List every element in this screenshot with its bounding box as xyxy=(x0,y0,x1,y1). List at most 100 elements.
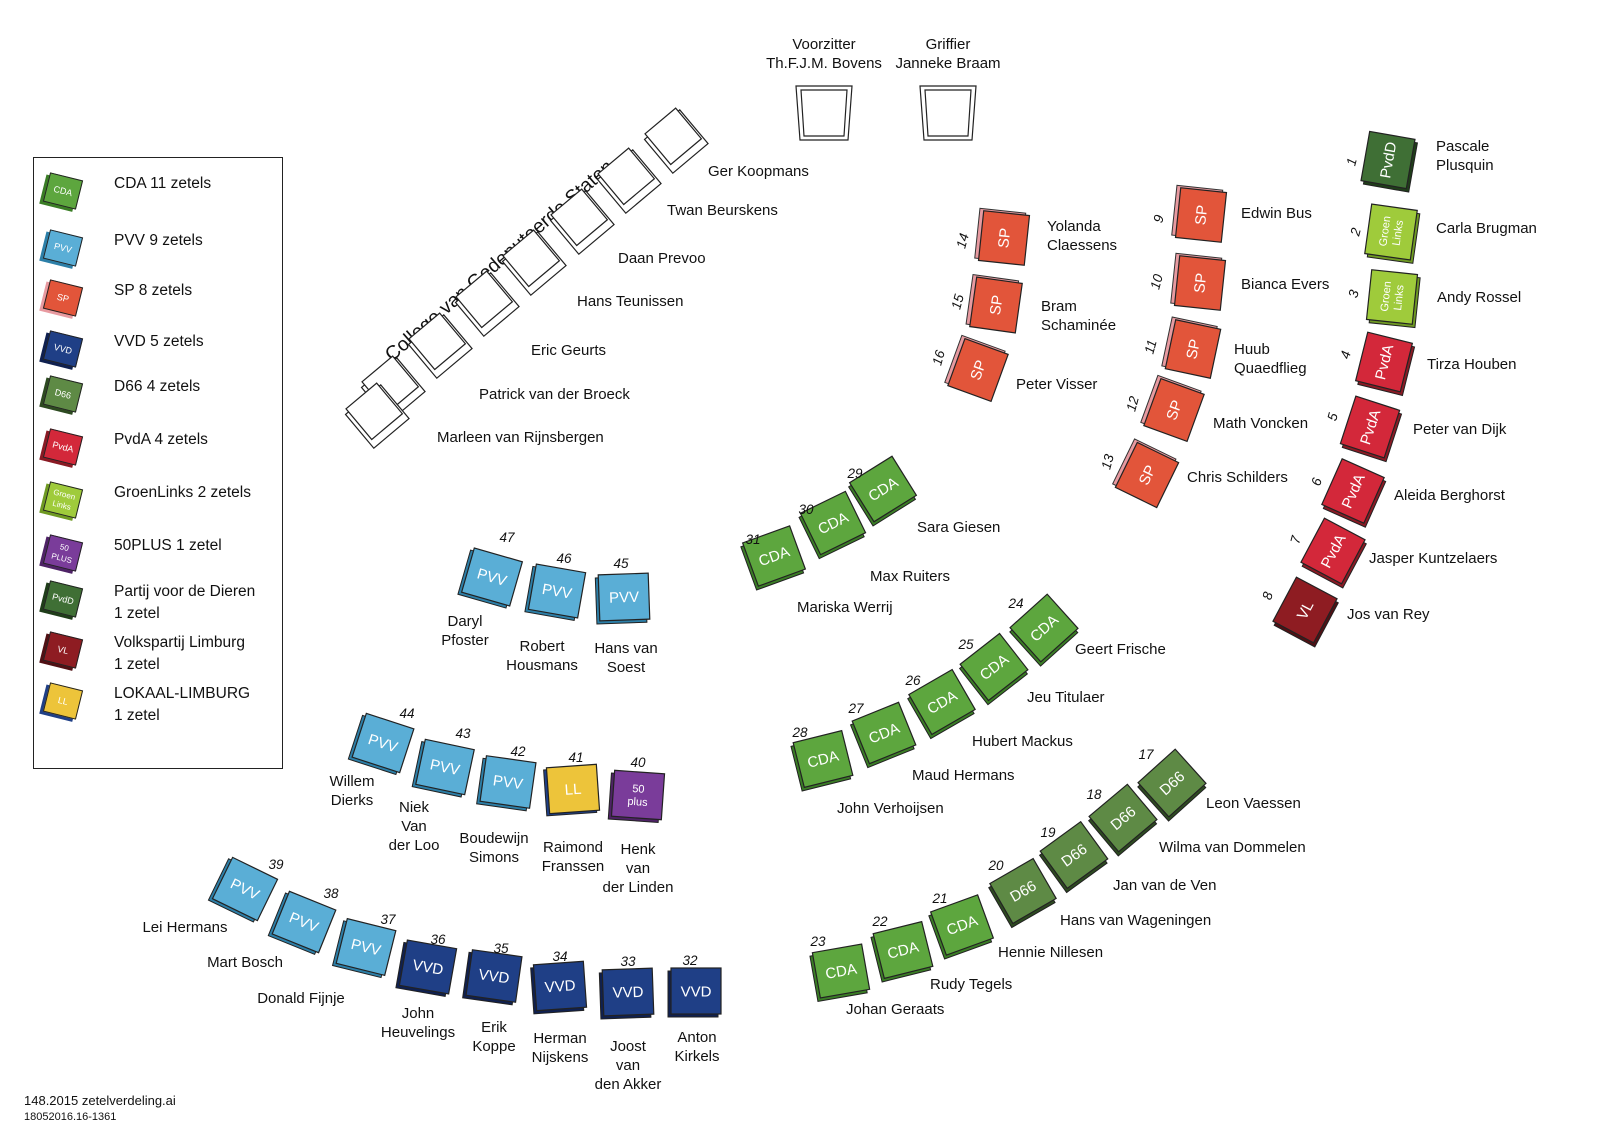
seat-number: 29 xyxy=(846,466,863,481)
legend-chip: VVD xyxy=(42,330,84,368)
svg-text:VVD: VVD xyxy=(612,984,644,1002)
seat-number: 35 xyxy=(493,941,509,956)
legend-chip: LL xyxy=(42,682,84,720)
seat-number: 20 xyxy=(987,858,1004,873)
member-name: Peter Visser xyxy=(1016,376,1097,393)
seat-21: CDA xyxy=(928,894,995,960)
college-chair xyxy=(549,188,615,256)
seat-32: VVD xyxy=(667,967,722,1018)
member-name: Jasper Kuntzelaers xyxy=(1369,550,1497,567)
legend-chip: PvdD xyxy=(42,580,84,618)
svg-text:Anton: Anton xyxy=(677,1029,716,1046)
svg-text:Tirza Houben: Tirza Houben xyxy=(1427,356,1517,373)
college-chair xyxy=(501,229,567,297)
legend-label: D66 4 zetels xyxy=(114,378,201,395)
svg-text:SP: SP xyxy=(995,227,1014,249)
svg-text:SP: SP xyxy=(1191,272,1210,294)
svg-text:PVV: PVV xyxy=(541,581,574,603)
legend-chip: CDA xyxy=(42,172,84,210)
legend-label: Volkspartij Limburg xyxy=(114,634,245,651)
seat-19: D66 xyxy=(1038,820,1109,894)
svg-text:Dierks: Dierks xyxy=(331,792,374,809)
svg-text:Edwin Bus: Edwin Bus xyxy=(1241,205,1312,222)
svg-text:Groen: Groen xyxy=(1379,281,1394,313)
seat-25: CDA xyxy=(958,632,1029,706)
seat-35: VVD xyxy=(462,949,523,1006)
college-member-name: Twan Beurskens xyxy=(667,202,778,219)
svg-text:SP: SP xyxy=(1192,204,1211,226)
member-name: Chris Schilders xyxy=(1187,469,1288,486)
member-name: Johan Geraats xyxy=(846,1001,944,1018)
seat-number: 21 xyxy=(931,891,947,906)
member-name: Hans van Wageningen xyxy=(1060,912,1211,929)
svg-text:Links: Links xyxy=(1391,219,1407,247)
seat-number: 13 xyxy=(1098,452,1117,471)
seat-number: 28 xyxy=(791,725,808,740)
svg-text:plus: plus xyxy=(627,796,648,809)
college-member-name: Ger Koopmans xyxy=(708,163,809,180)
svg-text:Johan Geraats: Johan Geraats xyxy=(846,1001,944,1018)
svg-text:Housmans: Housmans xyxy=(506,657,578,674)
seat-number: 26 xyxy=(904,673,921,688)
seat-47: PVV xyxy=(457,547,524,609)
official-chair xyxy=(795,85,853,141)
seat-46: PVV xyxy=(524,563,587,622)
member-name: Peter van Dijk xyxy=(1413,421,1507,438)
legend-sublabel: 1 zetel xyxy=(114,656,160,673)
seat-45: PVV xyxy=(594,572,651,625)
legend-label: SP 8 zetels xyxy=(114,282,193,299)
member-name: Jos van Rey xyxy=(1347,606,1430,623)
member-name: Sara Giesen xyxy=(917,519,1000,536)
seat-number: 2 xyxy=(1347,226,1364,239)
svg-text:Geert Frische: Geert Frische xyxy=(1075,641,1166,658)
seat-14: SP xyxy=(974,207,1031,266)
svg-text:VVD: VVD xyxy=(544,977,576,996)
svg-text:Mart Bosch: Mart Bosch xyxy=(207,954,283,971)
svg-text:Bianca Evers: Bianca Evers xyxy=(1241,276,1329,293)
member-name: Hennie Nillesen xyxy=(998,944,1103,961)
svg-text:Herman: Herman xyxy=(533,1030,586,1047)
seat-number: 30 xyxy=(798,502,814,517)
seat-number: 10 xyxy=(1147,272,1166,291)
member-name: Edwin Bus xyxy=(1241,205,1312,222)
seat-39: PVV xyxy=(207,856,279,923)
seat-4: PvdA xyxy=(1354,331,1416,397)
svg-text:Hans van Wageningen: Hans van Wageningen xyxy=(1060,912,1211,929)
svg-text:Quaedflieg: Quaedflieg xyxy=(1234,360,1307,377)
svg-text:Koppe: Koppe xyxy=(472,1038,515,1055)
seat-38: PVV xyxy=(267,890,337,955)
svg-text:Schaminée: Schaminée xyxy=(1041,317,1116,334)
svg-text:Links: Links xyxy=(1392,284,1407,311)
svg-text:Carla Brugman: Carla Brugman xyxy=(1436,220,1537,237)
svg-text:Rudy Tegels: Rudy Tegels xyxy=(930,976,1012,993)
legend-label: PvdA 4 zetels xyxy=(114,431,208,448)
seat-number: 3 xyxy=(1345,288,1362,300)
seat-33: VVD xyxy=(598,967,655,1020)
seat-6: PvdA xyxy=(1321,458,1387,528)
svg-text:Aleida Berghorst: Aleida Berghorst xyxy=(1394,487,1506,504)
member-name: Lei Hermans xyxy=(142,919,227,936)
svg-text:Peter Visser: Peter Visser xyxy=(1016,376,1097,393)
college-chair xyxy=(454,270,520,338)
seat-12: SP xyxy=(1140,374,1205,443)
svg-text:Kirkels: Kirkels xyxy=(674,1048,719,1065)
svg-text:Donald Fijnje: Donald Fijnje xyxy=(257,990,345,1007)
svg-text:LL: LL xyxy=(564,781,582,799)
svg-text:Peter van Dijk: Peter van Dijk xyxy=(1413,421,1507,438)
svg-text:Math Voncken: Math Voncken xyxy=(1213,415,1308,432)
seat-13: SP xyxy=(1111,438,1180,509)
legend-chip: D66 xyxy=(42,375,84,413)
seat-number: 33 xyxy=(620,954,636,969)
seat-number: 42 xyxy=(510,744,526,759)
svg-text:PVV: PVV xyxy=(428,756,461,779)
